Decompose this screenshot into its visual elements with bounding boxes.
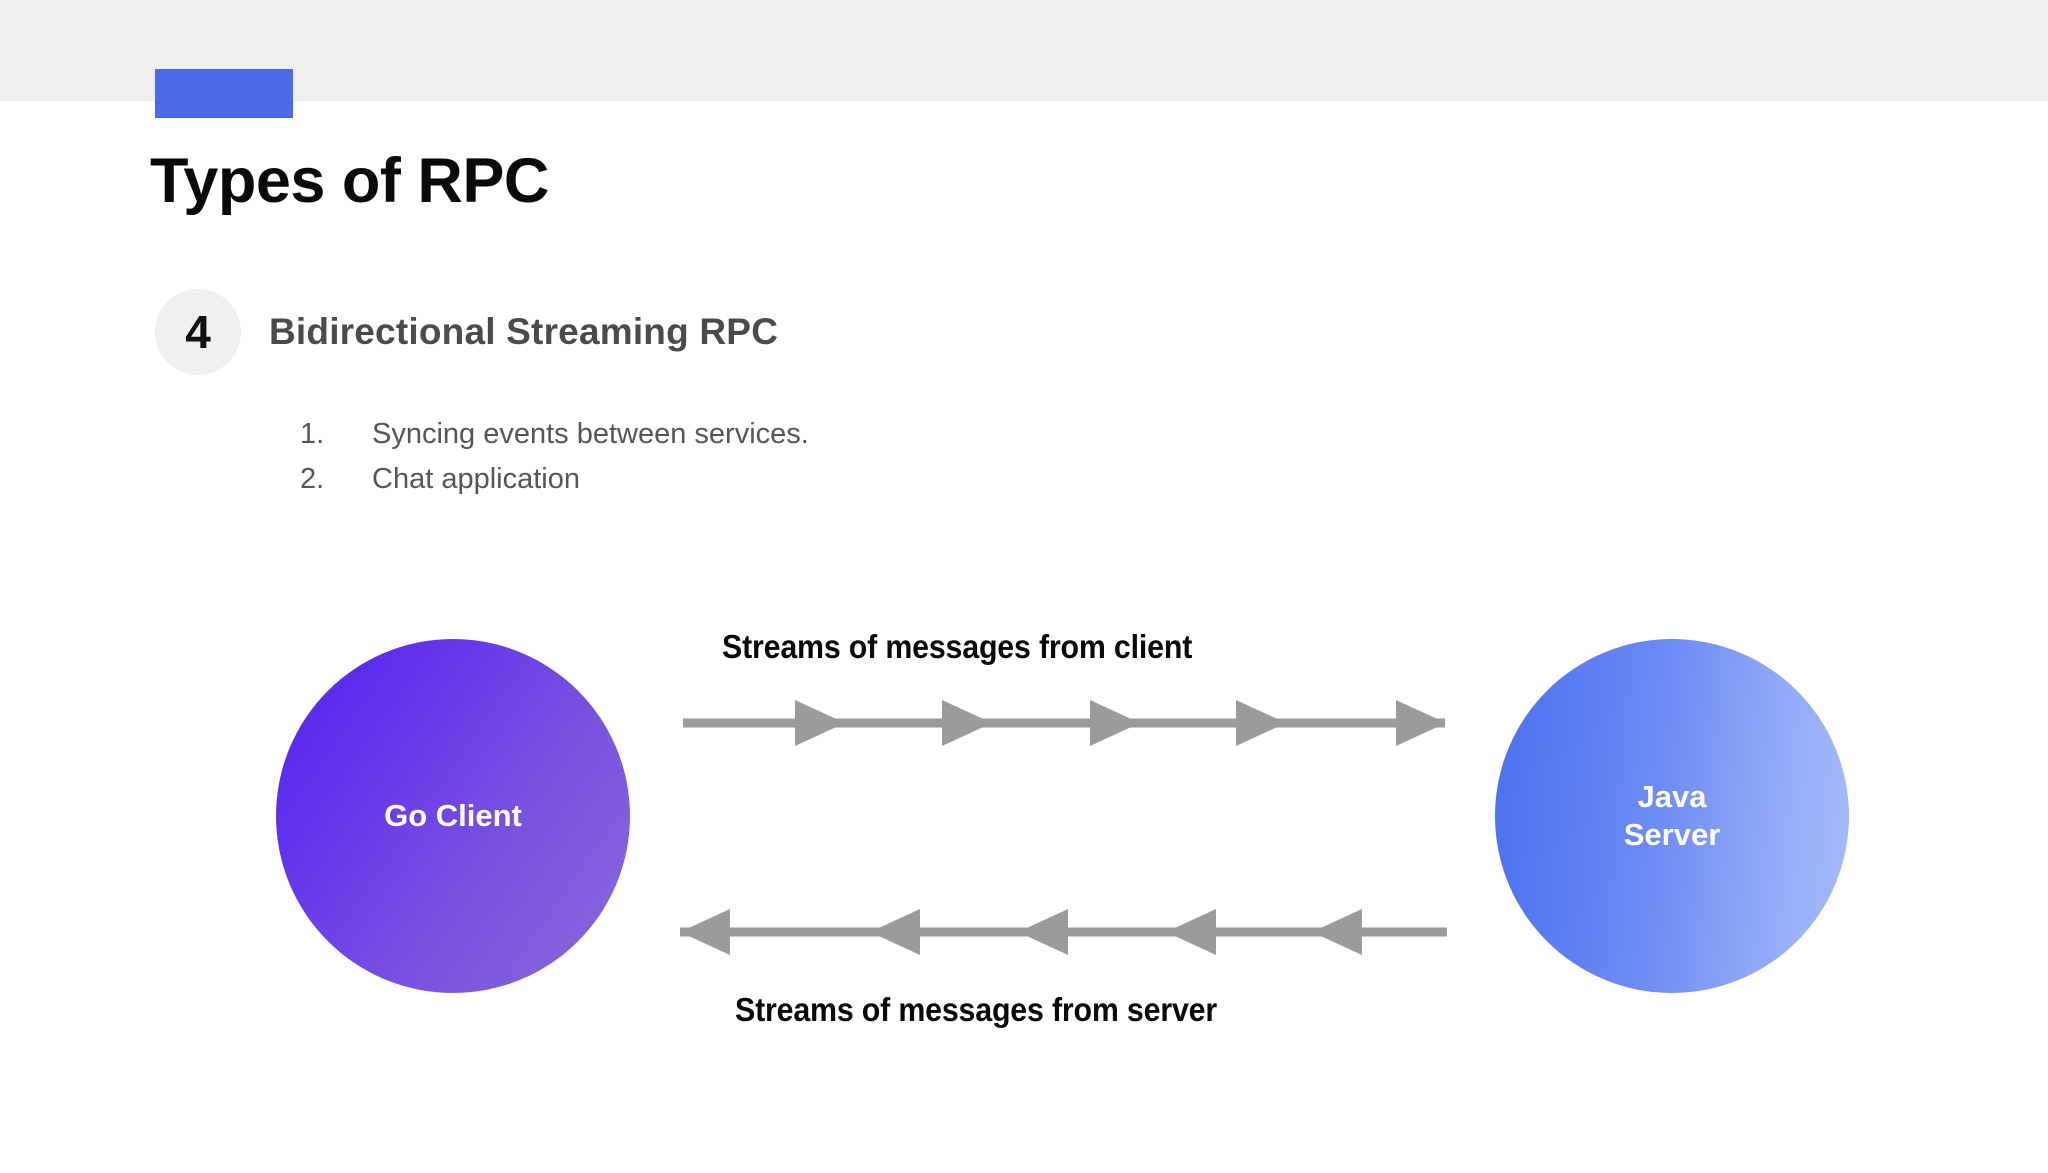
arrowhead-left-icon — [1166, 909, 1216, 955]
list-item-marker: 1. — [300, 418, 325, 450]
arrowhead-left-icon — [870, 909, 920, 955]
list-item-marker: 2. — [300, 463, 325, 495]
accent-rectangle — [155, 69, 293, 118]
arrowhead-right-icon — [1236, 700, 1286, 746]
java-server-node[interactable]: Java Server — [1495, 639, 1849, 993]
server-to-client-arrow — [680, 909, 1447, 955]
list-item-label: Chat application — [372, 463, 580, 495]
page-title: Types of RPC — [150, 146, 549, 216]
client-to-server-arrow — [683, 700, 1446, 746]
arrowhead-left-icon — [1312, 909, 1362, 955]
section-number-badge: 4 — [155, 289, 241, 375]
server-stream-label: Streams of messages from server — [735, 991, 1218, 1028]
section-title: Bidirectional Streaming RPC — [269, 311, 779, 352]
arrowhead-right-icon — [1090, 700, 1140, 746]
header-bar — [0, 0, 2048, 101]
list-item-label: Syncing events between services. — [372, 418, 809, 450]
java-server-label: Java Server — [1624, 778, 1721, 854]
arrowhead-right-icon — [1396, 700, 1446, 746]
list-item: 1. Syncing events between services. — [300, 418, 1200, 451]
go-client-label: Go Client — [384, 798, 522, 834]
arrowhead-left-icon — [1018, 909, 1068, 955]
section-heading: 4 Bidirectional Streaming RPC — [155, 289, 778, 375]
java-server-label-line2: Server — [1623, 817, 1721, 852]
arrowhead-left-icon — [680, 909, 730, 955]
arrowhead-right-icon — [795, 700, 845, 746]
client-stream-label: Streams of messages from client — [722, 628, 1193, 665]
arrowhead-right-icon — [942, 700, 992, 746]
ordered-list: 1. Syncing events between services. 2. C… — [300, 418, 1200, 508]
java-server-label-line1: Java — [1637, 779, 1707, 815]
list-item: 2. Chat application — [300, 463, 1200, 496]
go-client-node[interactable]: Go Client — [276, 639, 630, 993]
